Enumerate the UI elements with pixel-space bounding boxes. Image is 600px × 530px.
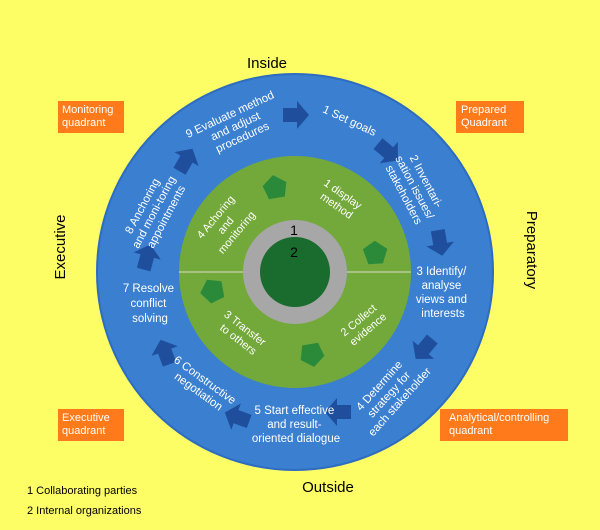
- quadrant-bottom-right-line-1: Analytical/controlling: [449, 412, 549, 424]
- inner-arrow-icon-2: [362, 240, 388, 265]
- quadrant-top-left-line-1: Monitoring: [62, 104, 113, 116]
- legend-item-2: 2 Internal organizations: [27, 505, 142, 517]
- compass-label-left: Executive: [52, 214, 69, 279]
- outer-step-5: 5 Start effective and result- oriented d…: [252, 405, 340, 445]
- outer-step-3: 3 Identify/ analyse views and interests: [416, 266, 470, 320]
- svg-text:Monitoring quadrant: Monitoring quadrant: [62, 104, 116, 129]
- outer-arrow-icon-1: [283, 101, 309, 129]
- inner-arrow-icon-1: [262, 175, 287, 200]
- compass-label-right: Preparatory: [523, 211, 540, 290]
- outer-arrow-icon-7: [151, 339, 178, 367]
- quadrant-top-right-line-1: Prepared: [461, 104, 506, 116]
- center-label-1: 1: [290, 222, 298, 238]
- inner-arrow-icon-4: [200, 279, 225, 304]
- outer-step-7: 7 Resolve conflict solving: [123, 283, 177, 325]
- outer-arrow-icon-4: [412, 334, 438, 359]
- inner-arrow-icon-3: [300, 342, 325, 367]
- quadrant-bottom-right-line-2: quadrant: [449, 425, 492, 437]
- svg-text:Analytical/controlling q: Analytical/controlling quadrant: [449, 412, 552, 437]
- center-label-2: 2: [290, 244, 298, 260]
- quadrant-bottom-left-line-2: quadrant: [62, 425, 105, 437]
- quadrant-label-top-right: Prepared Quadrant: [456, 101, 524, 133]
- quadrant-top-right-line-2: Quadrant: [461, 117, 507, 129]
- compass-label-bottom: Outside: [302, 479, 354, 496]
- center-core: [260, 237, 330, 307]
- outer-arrow-icon-9: [173, 148, 199, 175]
- outer-arrow-icon-2: [373, 138, 398, 164]
- outer-arrow-icon-8: [133, 244, 161, 272]
- quadrant-label-bottom-left: Executive quadrant: [58, 409, 124, 441]
- outer-arrow-icon-3: [426, 228, 454, 256]
- svg-text:Executive quadrant: Executive quadrant: [62, 412, 113, 437]
- compass-label-top: Inside: [247, 55, 287, 72]
- outer-arrow-icon-6: [224, 403, 252, 430]
- quadrant-label-top-left: Monitoring quadrant: [58, 101, 124, 133]
- quadrant-bottom-left-line-1: Executive: [62, 412, 110, 424]
- legend-item-1: 1 Collaborating parties: [27, 485, 138, 497]
- quadrant-top-left-line-2: quadrant: [62, 117, 105, 129]
- quadrant-label-bottom-right: Analytical/controlling quadrant: [440, 409, 568, 441]
- svg-text:Prepared Quadrant: Prepared Quadrant: [461, 104, 509, 129]
- outer-arrow-icon-5: [325, 398, 351, 426]
